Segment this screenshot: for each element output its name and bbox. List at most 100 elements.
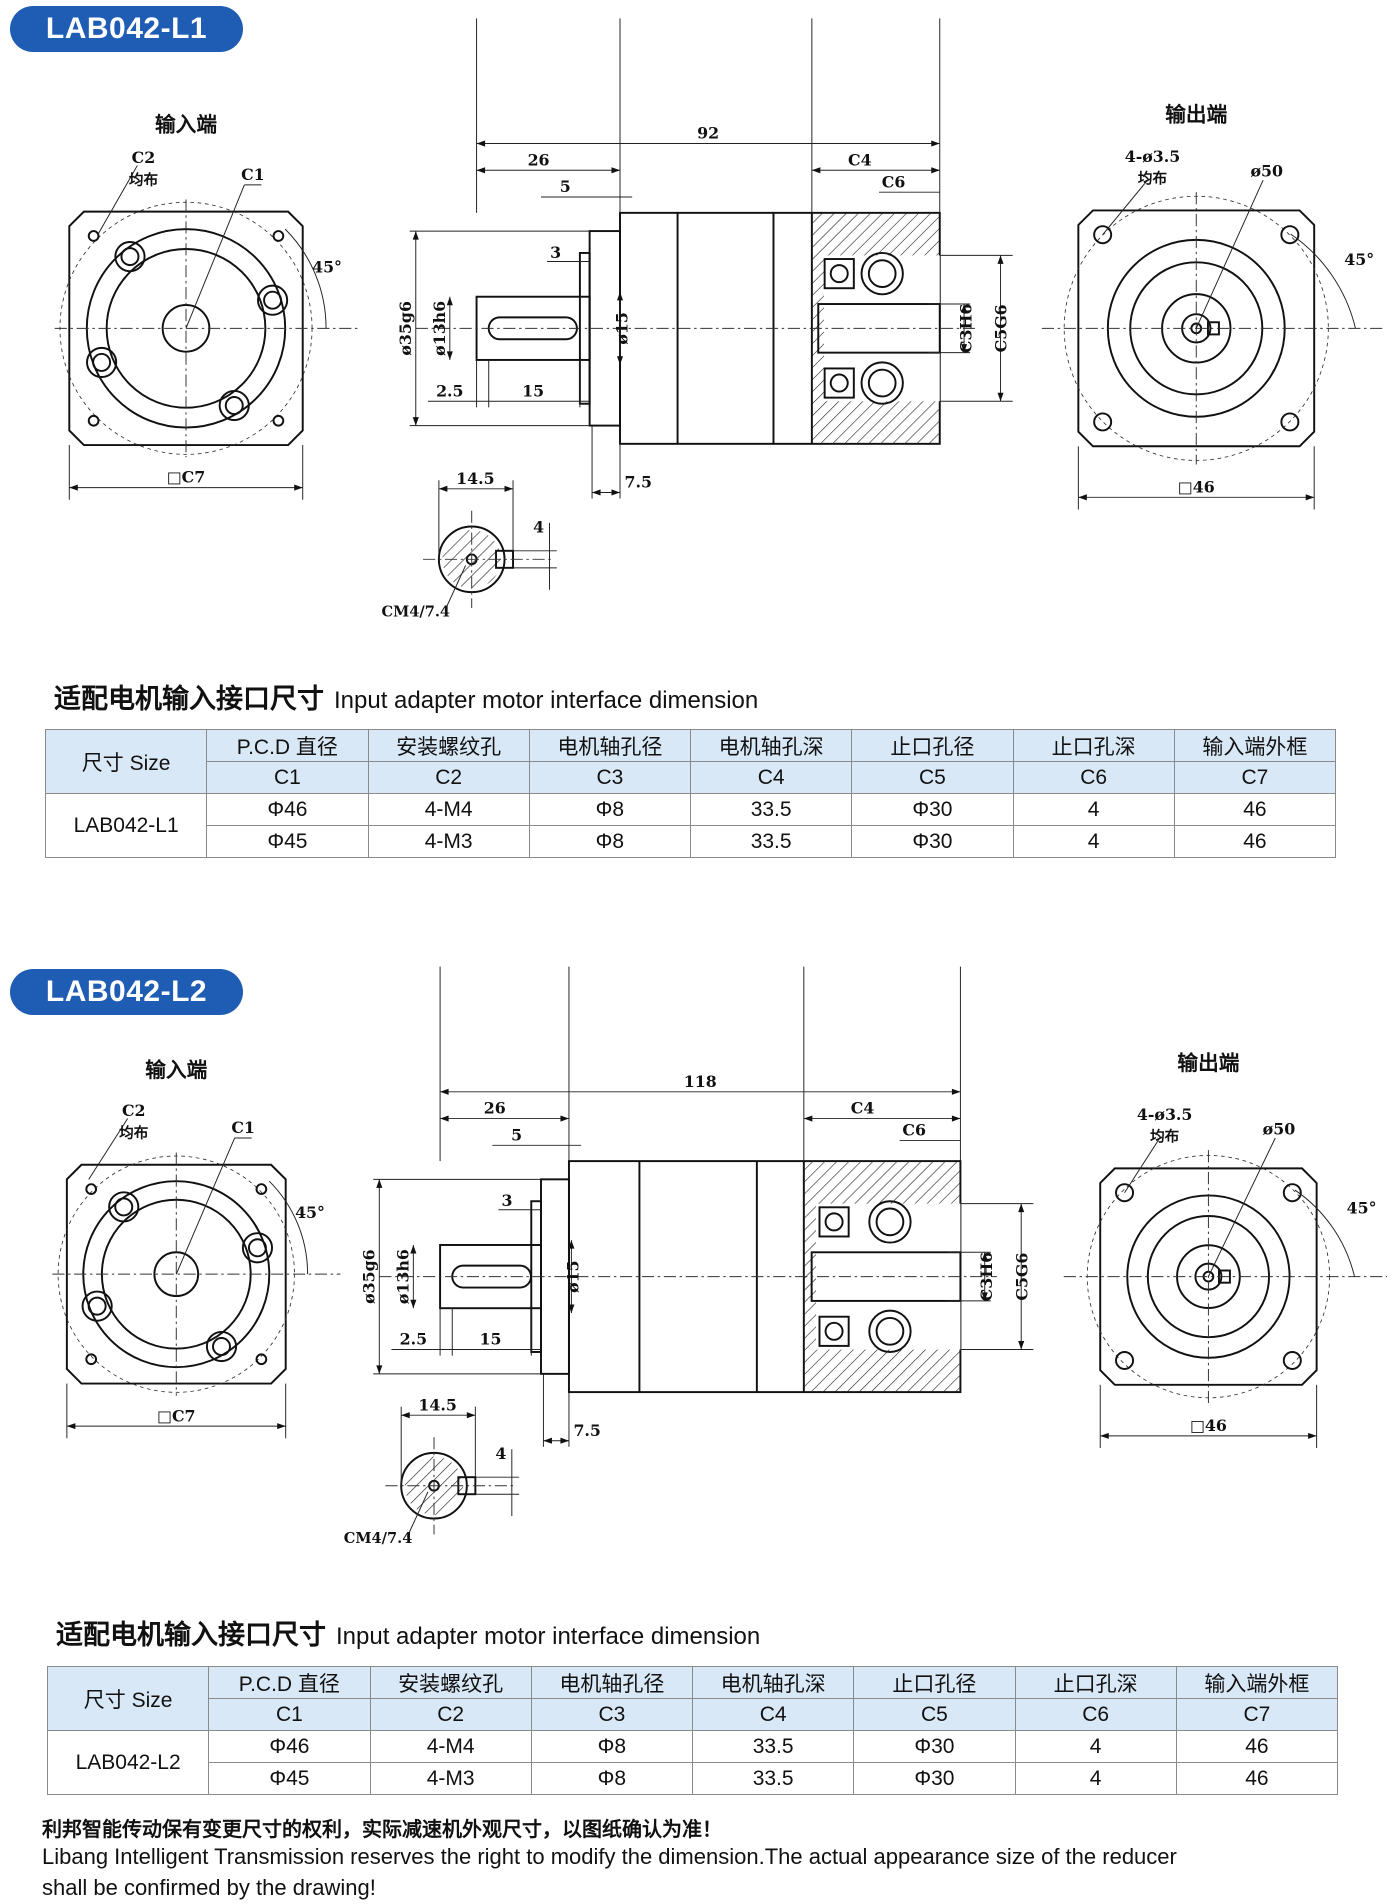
dimension-label: □C7 bbox=[157, 1406, 196, 1425]
disclaimer-en-line2: shall be confirmed by the drawing! bbox=[42, 1875, 376, 1900]
column-header-code: C7 bbox=[1175, 1698, 1339, 1731]
bolt-hole bbox=[247, 1238, 267, 1258]
bearing-inner bbox=[818, 1206, 850, 1238]
dimension-arrow bbox=[401, 1412, 476, 1419]
bearing bbox=[867, 368, 897, 398]
table-cell: 33.5 bbox=[691, 1762, 855, 1795]
dimension-label: 2.5 bbox=[436, 381, 463, 400]
corner-hole bbox=[87, 230, 100, 242]
table-cell: 46 bbox=[1173, 793, 1337, 826]
dimension-label: 15 bbox=[522, 381, 544, 400]
dimension-label: □C7 bbox=[167, 468, 205, 487]
drawing-line bbox=[444, 565, 467, 611]
mount-hole bbox=[1282, 1350, 1302, 1370]
dimension-label: 5 bbox=[511, 1125, 522, 1144]
dimension-label: ø15 bbox=[612, 312, 631, 345]
column-header-zh: P.C.D 直径 bbox=[208, 1666, 371, 1699]
angle-arc bbox=[1290, 233, 1356, 329]
bearing bbox=[868, 1309, 912, 1353]
disclaimer-zh: 利邦智能传动保有变更尺寸的权利，实际减速机外观尺寸，以图纸确认为准！ bbox=[42, 1817, 722, 1841]
dimension-label: CM4/7.4 bbox=[344, 1530, 413, 1547]
column-header-code: C7 bbox=[1173, 761, 1337, 794]
dimension-label: 45° bbox=[312, 257, 342, 276]
table-cell: Φ8 bbox=[528, 793, 692, 826]
dimension-label: 2.5 bbox=[400, 1330, 427, 1349]
dimension-label: ø15 bbox=[564, 1260, 583, 1293]
dimension-label: ø50 bbox=[1263, 1119, 1296, 1138]
bolt-hole bbox=[81, 1290, 113, 1322]
corner-hole bbox=[85, 1183, 98, 1195]
column-header-code: C3 bbox=[528, 761, 692, 794]
bolt-hole bbox=[241, 1232, 274, 1264]
dimension-label: □46 bbox=[1190, 1416, 1227, 1435]
column-header-zh: 电机轴孔径 bbox=[530, 1666, 694, 1699]
bearing-inner bbox=[818, 1315, 850, 1347]
dimension-label: 92 bbox=[697, 124, 719, 143]
table-cell: Φ30 bbox=[853, 1762, 1016, 1795]
bearing bbox=[868, 1200, 912, 1244]
dimension-label: 14.5 bbox=[456, 469, 494, 488]
column-header-zh: 电机轴孔深 bbox=[691, 1666, 855, 1699]
column-header-code: C1 bbox=[206, 761, 369, 794]
table-cell: 4 bbox=[1014, 1762, 1177, 1795]
column-header-zh: 输入端外框 bbox=[1175, 1666, 1339, 1699]
corner-hole bbox=[85, 1353, 98, 1366]
dimension-label: C4 bbox=[851, 1099, 875, 1118]
bearing bbox=[824, 1321, 844, 1341]
column-header-code: C1 bbox=[208, 1698, 371, 1731]
bearing bbox=[867, 259, 897, 288]
dimension-label: 4 bbox=[533, 518, 544, 537]
bearing bbox=[875, 1207, 905, 1237]
dimension-label: ø13h6 bbox=[393, 1249, 412, 1304]
bolt-hole bbox=[205, 1330, 238, 1363]
column-header-code: C5 bbox=[851, 761, 1014, 794]
bearing bbox=[875, 1316, 905, 1346]
mount-hole bbox=[1282, 1183, 1302, 1203]
heading-en: Input adapter motor interface dimension bbox=[336, 1623, 761, 1650]
table-cell: 4-M3 bbox=[369, 1762, 532, 1795]
disclaimer-en-line1: Libang Intelligent Transmission reserves… bbox=[42, 1844, 1177, 1869]
dimension-label: C1 bbox=[241, 165, 265, 184]
table-cell: Φ8 bbox=[528, 825, 692, 858]
column-header-zh: 电机轴孔深 bbox=[689, 729, 853, 762]
dimension-arrow bbox=[543, 1437, 569, 1444]
bolt-hole bbox=[257, 284, 289, 316]
mount-hole bbox=[1280, 225, 1300, 245]
output-flange-outline bbox=[1077, 209, 1316, 448]
table-cell: 4 bbox=[1012, 825, 1175, 858]
table-cell: 33.5 bbox=[689, 793, 853, 826]
drawing-line bbox=[185, 184, 245, 329]
column-header-code: C2 bbox=[369, 1698, 532, 1731]
table-cell: 4-M4 bbox=[367, 793, 530, 826]
table-cell: 33.5 bbox=[689, 825, 853, 858]
heading-en: Input adapter motor interface dimension bbox=[334, 687, 759, 714]
dimension-label: ø35g6 bbox=[359, 1249, 378, 1304]
drawing-line bbox=[1195, 179, 1264, 329]
column-header-code: C5 bbox=[853, 1698, 1016, 1731]
drawing-line bbox=[406, 1491, 429, 1537]
column-header-zh: 安装螺纹孔 bbox=[367, 729, 530, 762]
column-header-zh: 止口孔深 bbox=[1014, 1666, 1177, 1699]
table-cell: Φ46 bbox=[208, 1730, 371, 1763]
dimension-label: 3 bbox=[501, 1191, 512, 1210]
dimension-label: 均布 bbox=[129, 171, 158, 189]
column-header-code: C3 bbox=[530, 1698, 694, 1731]
dimension-label: 7.5 bbox=[573, 1421, 600, 1440]
input-end-label: 输入端 bbox=[145, 1058, 207, 1082]
dimension-label: 均布 bbox=[1138, 170, 1167, 188]
angle-arc bbox=[1294, 1189, 1355, 1277]
drawing-line bbox=[98, 165, 138, 234]
dimension-label: ø50 bbox=[1251, 161, 1284, 180]
dimension-arrow bbox=[438, 485, 514, 492]
table-cell: 4-M3 bbox=[367, 825, 530, 858]
column-header-zh: 止口孔径 bbox=[851, 729, 1014, 762]
column-header-code: C6 bbox=[1014, 1698, 1177, 1731]
mount-hole bbox=[1093, 412, 1113, 432]
bearing bbox=[829, 373, 849, 393]
